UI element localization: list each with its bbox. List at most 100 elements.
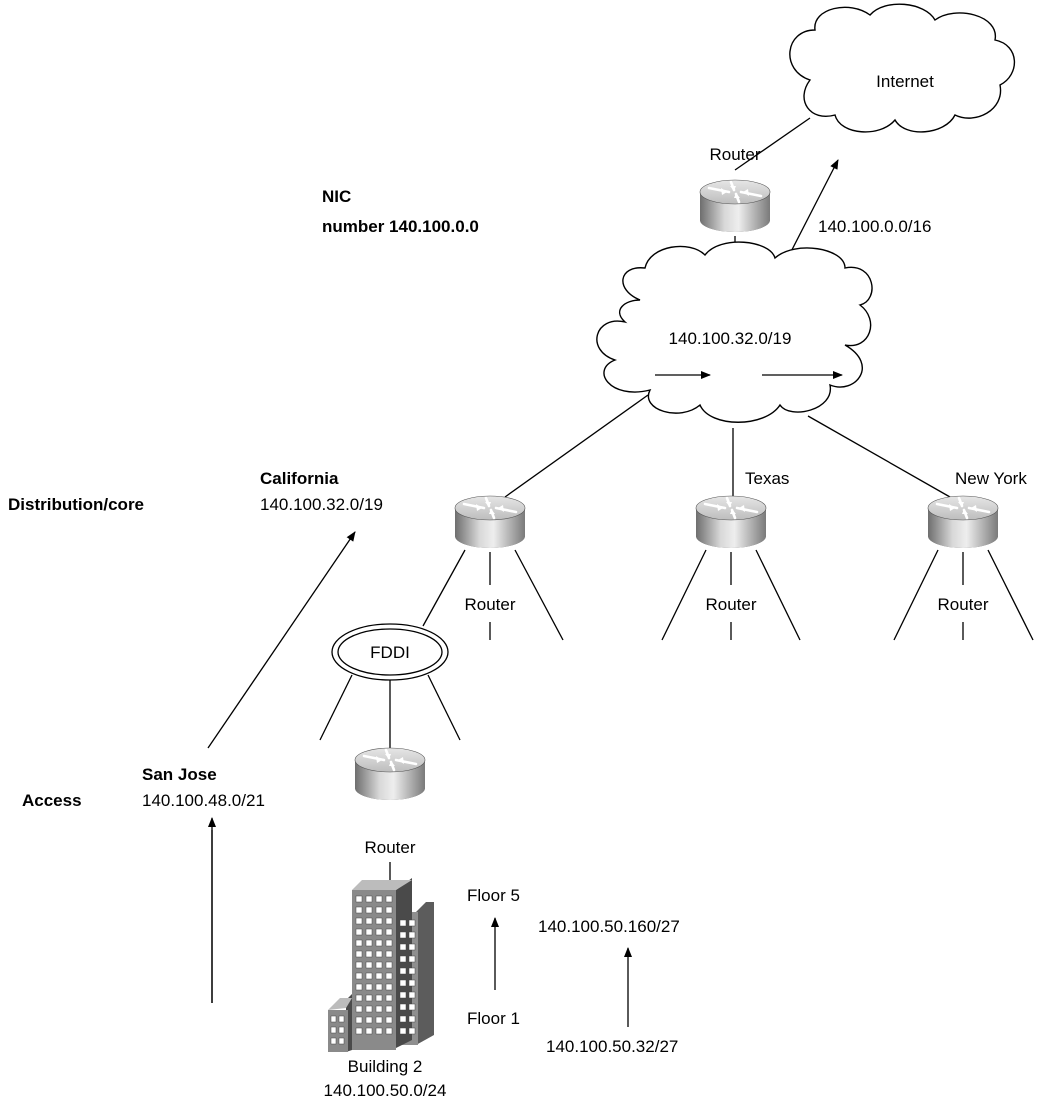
california-spoke-3: [514, 549, 564, 641]
building-window: [375, 906, 383, 914]
building-window: [385, 895, 393, 903]
floor-top-prefix: 140.100.50.160/27: [538, 917, 680, 936]
california-router-label: Router: [464, 595, 515, 614]
router-icon: [353, 746, 427, 802]
california-name: California: [260, 469, 339, 488]
top-router-label: Router: [709, 145, 760, 164]
building-window: [365, 895, 373, 903]
sanjose-to-california-arrow: [207, 531, 356, 749]
building-window: [408, 991, 416, 999]
building-window: [408, 1003, 416, 1011]
nic-number: number 140.100.0.0: [322, 217, 479, 236]
building-window: [408, 979, 416, 987]
sanjose-prefix: 140.100.48.0/21: [142, 791, 265, 810]
building-window: [338, 1015, 345, 1023]
california-prefix: 140.100.32.0/19: [260, 495, 383, 514]
building-window: [385, 906, 393, 914]
fddi-ring: FDDI: [331, 623, 449, 681]
building-window: [399, 943, 407, 951]
building-window: [408, 1027, 416, 1035]
link-california-fddi: [422, 549, 466, 627]
access-router-label: Router: [364, 838, 415, 857]
building-window: [330, 1026, 337, 1034]
router-icon: [926, 494, 1000, 550]
floor-bottom-label: Floor 1: [467, 1009, 520, 1028]
core-cloud-label: 140.100.32.0/19: [669, 329, 792, 348]
fddi-spoke-1: [319, 674, 353, 741]
texas-router-label: Router: [705, 595, 756, 614]
building-window: [330, 1037, 337, 1045]
building-window: [375, 961, 383, 969]
building-window: [365, 1005, 373, 1013]
building-window: [375, 939, 383, 947]
router-icon: [453, 494, 527, 550]
building-window: [365, 972, 373, 980]
tier-access-label: Access: [22, 791, 82, 810]
nic-title: NIC: [322, 187, 351, 206]
router-icon: [694, 494, 768, 550]
building-window: [365, 939, 373, 947]
building-window: [375, 917, 383, 925]
building-window: [330, 1015, 337, 1023]
building-window: [365, 950, 373, 958]
uplink-prefix: 140.100.0.0/16: [818, 217, 931, 236]
building-window: [385, 917, 393, 925]
building-window: [355, 928, 363, 936]
floor-top-label: Floor 5: [467, 886, 520, 905]
building-window: [385, 961, 393, 969]
building-window: [355, 961, 363, 969]
router-icon: [698, 178, 772, 234]
building-window: [365, 906, 373, 914]
building-window: [385, 1027, 393, 1035]
building-window: [408, 931, 416, 939]
newyork-name: New York: [955, 469, 1027, 488]
building-icon: [328, 878, 434, 1052]
california-router: [453, 494, 527, 550]
internet-cloud: Internet: [789, 3, 1016, 133]
building-window: [408, 1015, 416, 1023]
building-window: [375, 972, 383, 980]
building-window: [365, 961, 373, 969]
building-window: [355, 906, 363, 914]
building-window: [385, 1005, 393, 1013]
building-window: [375, 928, 383, 936]
building-window: [355, 917, 363, 925]
building-window: [375, 895, 383, 903]
building-window: [355, 939, 363, 947]
cloud-icon: [596, 241, 873, 423]
building-window: [385, 939, 393, 947]
newyork-router-label: Router: [937, 595, 988, 614]
building-window: [385, 994, 393, 1002]
access-router: [353, 746, 427, 802]
building-window: [338, 1026, 345, 1034]
building-window: [385, 972, 393, 980]
fddi-label: FDDI: [370, 643, 410, 662]
building-window: [399, 1015, 407, 1023]
building-window: [399, 931, 407, 939]
building-window: [355, 983, 363, 991]
building-window: [365, 994, 373, 1002]
building-window: [355, 1005, 363, 1013]
building-window: [338, 1037, 345, 1045]
building-window: [399, 991, 407, 999]
building-window: [365, 928, 373, 936]
building-window: [375, 1016, 383, 1024]
building-window: [365, 983, 373, 991]
building-window: [375, 983, 383, 991]
building-window: [355, 1027, 363, 1035]
building-window: [375, 950, 383, 958]
building-window: [399, 967, 407, 975]
newyork-spoke-3: [893, 549, 939, 641]
building-window: [399, 1027, 407, 1035]
building-window: [385, 928, 393, 936]
building-window: [385, 983, 393, 991]
building-window: [365, 1027, 373, 1035]
building-window: [408, 943, 416, 951]
building-window: [375, 1005, 383, 1013]
building-window: [355, 972, 363, 980]
building-window: [399, 955, 407, 963]
building-window: [385, 950, 393, 958]
building-window: [375, 1027, 383, 1035]
building-window: [355, 950, 363, 958]
top-router: [698, 178, 772, 234]
